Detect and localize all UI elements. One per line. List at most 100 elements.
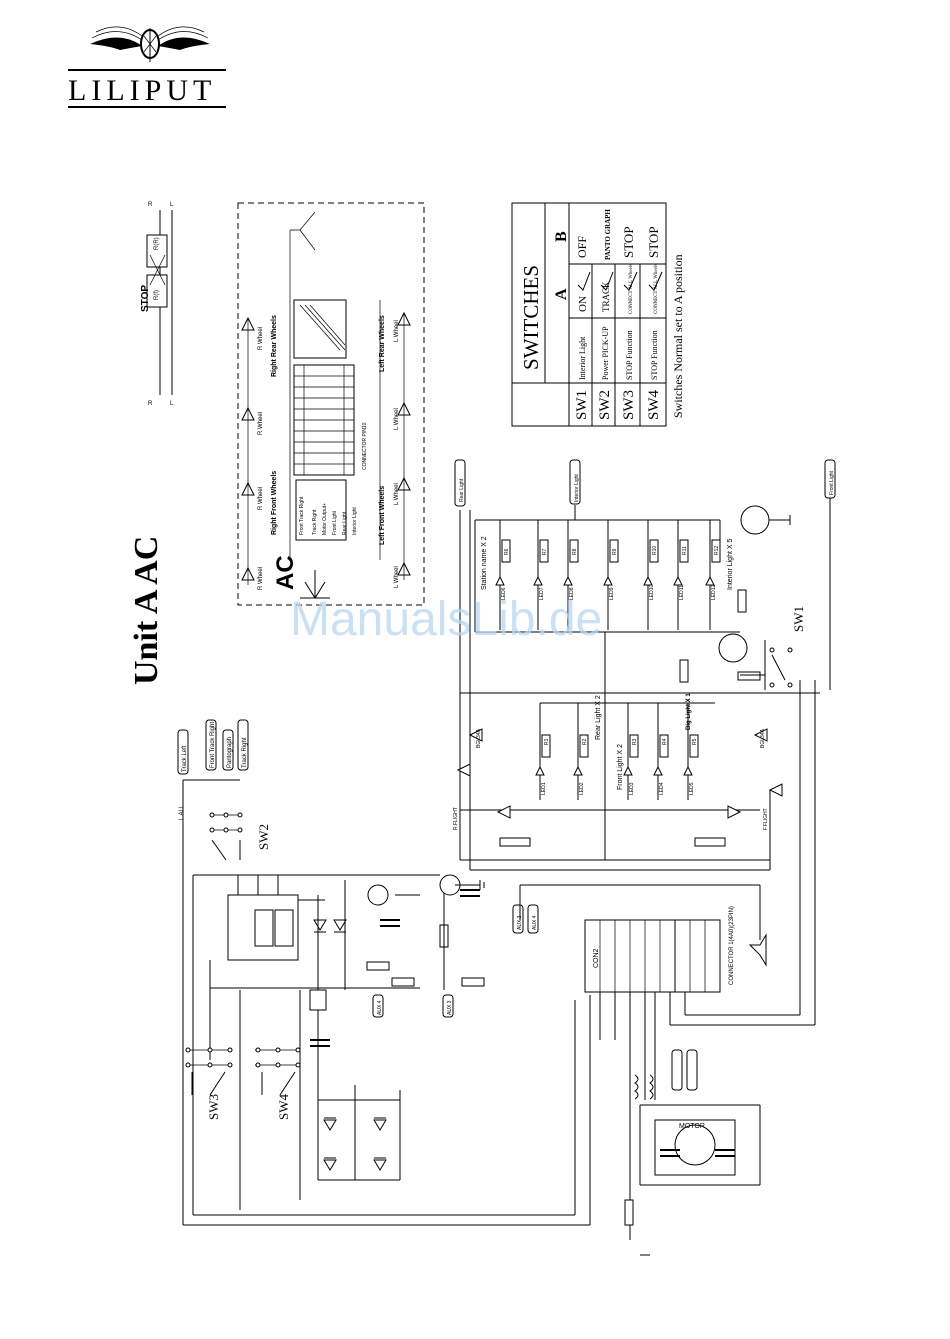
input-tags: Track Left Front Track Right Pantograph … (177, 719, 249, 820)
svg-text:R10: R10 (652, 546, 658, 555)
svg-text:LED9: LED9 (609, 587, 615, 600)
svg-text:R7: R7 (542, 548, 548, 555)
check-icon (623, 271, 638, 291)
svg-text:R.FLIGHT: R.FLIGHT (453, 807, 459, 830)
aux-tags: AUX 4 AUX 3 AUX 3 AUX 4 (372, 904, 539, 1018)
capacitors-resistors (309, 880, 485, 1047)
svg-text:Rear Light: Rear Light (459, 478, 465, 502)
svg-text:SW2: SW2 (597, 390, 613, 420)
right-front-label: Right Front Wheels (271, 471, 278, 535)
right-rear-label: Right Rear Wheels (271, 315, 278, 377)
svg-text:LED6: LED6 (501, 587, 507, 600)
svg-text:LED2: LED2 (579, 782, 585, 795)
check-icon (600, 271, 614, 291)
svg-text:CONNECTOR PIN10: CONNECTOR PIN10 (362, 422, 368, 470)
switches-heading: SWITCHES (519, 265, 543, 370)
svg-text:PANTO GRAPH: PANTO GRAPH (604, 209, 612, 260)
svg-text:CON2: CON2 (593, 948, 600, 968)
bridge-ic (227, 875, 325, 961)
svg-text:BGL34A: BGL34A (476, 728, 482, 748)
svg-text:SW2: SW2 (256, 824, 271, 850)
svg-text:Track Right: Track Right (312, 509, 318, 535)
svg-text:STOP Function: STOP Function (650, 330, 659, 380)
connector-table: CONNECTOR PIN10 Front Track Right Track … (293, 299, 368, 541)
svg-text:SW1: SW1 (574, 390, 590, 420)
svg-text:LED1: LED1 (541, 782, 547, 795)
svg-text:R8: R8 (572, 548, 578, 555)
svg-text:R Wheel: R Wheel (258, 327, 264, 350)
svg-text:Pantograph: Pantograph (227, 737, 233, 768)
svg-text:Interior Light: Interior Light (574, 474, 580, 502)
sw1-switch: SW1 (764, 606, 806, 690)
watermark: ManualsLib.de (290, 593, 602, 646)
svg-text:LED11: LED11 (679, 585, 685, 600)
svg-text:Track Right: Track Right (242, 737, 248, 768)
svg-text:R6: R6 (504, 548, 510, 555)
svg-text:Front Track Right: Front Track Right (299, 496, 305, 535)
svg-text:Rear Light X 2: Rear Light X 2 (595, 695, 602, 740)
led-bank-top: R1 R2 R3 R4 R5 LED1 LED2 LED3 LED4 LED5 … (535, 693, 715, 800)
sw3-sw4-switches: SW3 SW4 (185, 990, 301, 1210)
diode-cluster-left (313, 895, 401, 1181)
svg-text:R3: R3 (632, 738, 638, 745)
ac-label: AC (272, 555, 299, 590)
switches-footer: Switches Normal set to A position (671, 254, 685, 418)
svg-text:LED8: LED8 (569, 587, 575, 600)
svg-text:Interior Light: Interior Light (352, 507, 358, 535)
check-icon (648, 271, 663, 291)
wheel-shapes (241, 311, 411, 585)
svg-text:CONNECT ALL Wheels: CONNECT ALL Wheels (654, 264, 659, 314)
transistors-q1-q2 (367, 874, 485, 906)
svg-text:ON: ON (577, 296, 589, 312)
svg-text:STOP: STOP (646, 226, 661, 258)
svg-text:R5: R5 (692, 738, 698, 745)
svg-text:STOP: STOP (621, 226, 636, 258)
svg-text:L Wheel: L Wheel (394, 408, 400, 430)
svg-text:L ALL: L ALL (179, 804, 185, 820)
svg-text:Power PICK-UP: Power PICK-UP (601, 326, 610, 380)
svg-text:AUX 3: AUX 3 (517, 915, 523, 930)
svg-text:Front Light: Front Light (829, 470, 835, 495)
svg-text:OFF: OFF (575, 236, 589, 258)
svg-text:AUX 3: AUX 3 (447, 1000, 453, 1015)
con2-block: CON2 CONNECTOR 1(4A0)(23PIN) (519, 680, 816, 1240)
rf-label: R(f) (154, 290, 160, 300)
r-top: R (148, 202, 153, 208)
stop-inset: STOP R(f) R(R) R L R L (140, 202, 174, 407)
r-bottom: R (148, 401, 153, 407)
liliput-logo: LILIPUT (68, 26, 226, 108)
motor: MOTOR (624, 1074, 761, 1256)
svg-text:R2: R2 (582, 738, 588, 745)
svg-text:LED5: LED5 (689, 782, 695, 795)
speaker-icon (748, 933, 767, 967)
svg-text:LED3: LED3 (629, 782, 635, 795)
svg-text:R9: R9 (612, 548, 618, 555)
svg-text:Motor Output+: Motor Output+ (322, 503, 328, 535)
l-bottom: L (170, 401, 174, 407)
svg-text:MOTOR: MOTOR (679, 1123, 705, 1130)
svg-text:LED12: LED12 (711, 584, 717, 600)
svg-text:STOP Function: STOP Function (625, 330, 634, 380)
svg-text:AUX 4: AUX 4 (377, 1000, 383, 1015)
svg-text:Big Light X 1: Big Light X 1 (686, 693, 692, 730)
svg-text:L Wheel: L Wheel (394, 566, 400, 588)
rail-tags: Rear Light Interior Light Front Light (454, 459, 836, 507)
svg-text:CONNECT ALL Wheels: CONNECT ALL Wheels (629, 264, 634, 314)
svg-text:LED7: LED7 (539, 587, 545, 600)
svg-text:AUX 4: AUX 4 (532, 915, 538, 930)
svg-text:Front Track Right: Front Track Right (210, 722, 216, 768)
check-icon (577, 271, 591, 291)
page-title: Unit A AC (128, 536, 165, 685)
svg-text:R Wheel: R Wheel (258, 487, 264, 510)
svg-text:R12: R12 (714, 546, 720, 555)
sw2-switch: SW2 (209, 812, 271, 861)
logo-text: LILIPUT (68, 74, 216, 107)
svg-text:SW4: SW4 (276, 1094, 291, 1121)
wiring-box: R Wheel R Wheel R Wheel R Wheel L Wheel … (237, 202, 425, 606)
svg-text:LED4: LED4 (659, 782, 665, 795)
svg-text:CONNECTOR 1(4A0)(23PIN): CONNECTOR 1(4A0)(23PIN) (729, 906, 735, 985)
svg-text:Interior Light X 5: Interior Light X 5 (727, 539, 734, 590)
svg-text:LED10: LED10 (649, 584, 655, 600)
rr-label: R(R) (154, 237, 160, 250)
